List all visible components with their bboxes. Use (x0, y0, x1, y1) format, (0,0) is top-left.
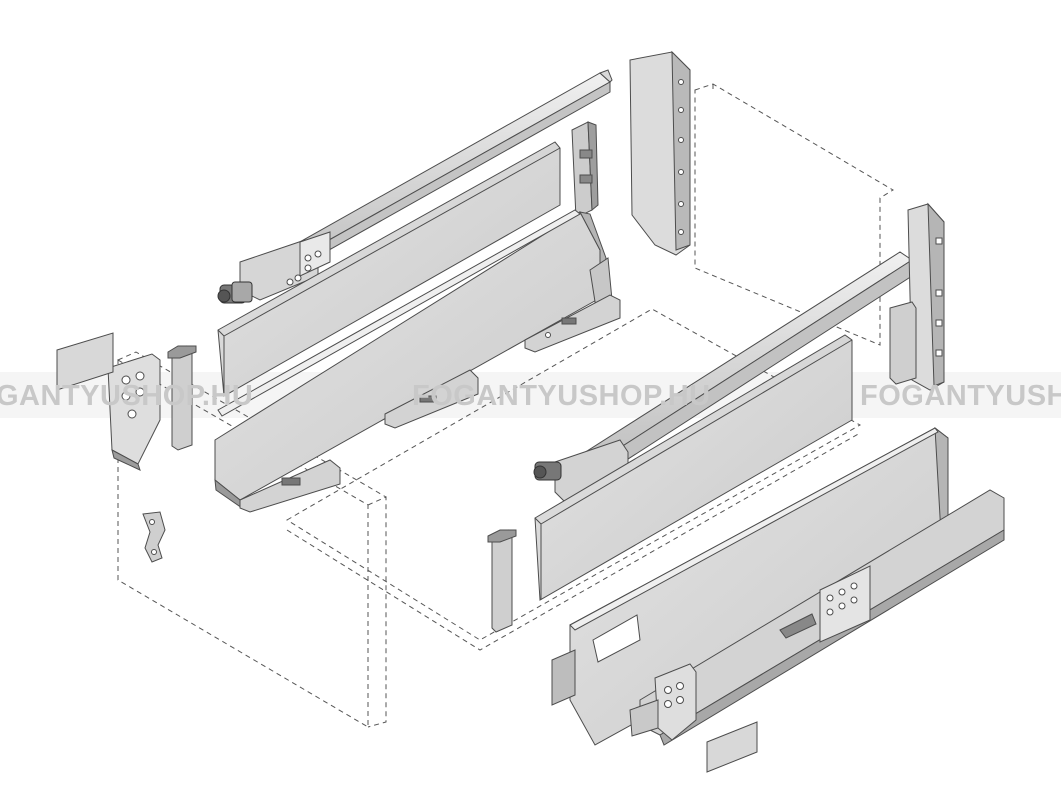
watermark-center: FOGANTYUSHOP.HU (412, 380, 711, 412)
cabinet-outline-bottom (286, 308, 862, 651)
cabinet-outline-back (694, 83, 894, 346)
left-runner-bracket-rear (524, 294, 621, 353)
right-rear-post (907, 202, 945, 391)
rear-panel-connector (629, 50, 691, 256)
left-rail-pinion (217, 281, 253, 304)
left-front-post (167, 345, 197, 451)
right-upper-panel (534, 334, 853, 601)
left-runner-bracket-mid (384, 369, 479, 429)
left-cover-cap (56, 332, 114, 391)
right-drawer-side (551, 426, 949, 746)
watermark-right: FOGANTYUSHOP.HU (860, 380, 1061, 412)
left-drawer-side (214, 209, 613, 510)
right-runner (639, 489, 1005, 746)
left-front-bracket (107, 353, 161, 471)
left-runner-bracket-front (239, 459, 341, 513)
right-front-post (487, 529, 517, 633)
watermark-left: GANTYUSHOP.HU (0, 380, 253, 412)
right-cover-cap (706, 721, 758, 773)
left-top-rail (239, 69, 613, 301)
hook-bracket (142, 511, 166, 563)
right-front-bracket (629, 663, 697, 741)
right-rail-pinion (533, 461, 562, 481)
right-rear-clip (889, 301, 917, 385)
left-upper-panel (217, 141, 561, 397)
left-rear-clip (571, 121, 599, 219)
